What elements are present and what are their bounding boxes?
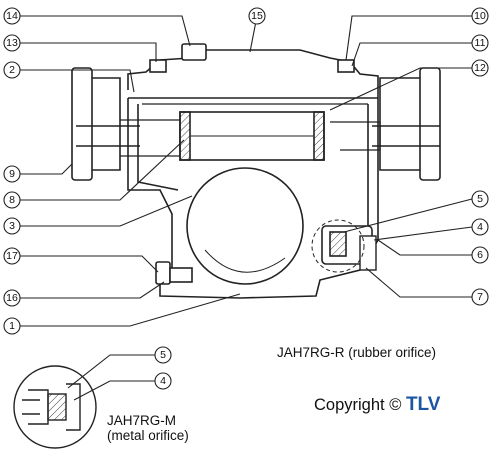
leader-lines — [20, 15, 473, 401]
callout-15-label: 15 — [251, 10, 263, 22]
metal-orifice-inset — [13, 365, 97, 449]
callout-14: 14 — [3, 7, 21, 25]
inset-callout-4: 4 — [154, 372, 172, 390]
callout-8: 8 — [3, 191, 21, 209]
callout-2-label: 2 — [9, 64, 15, 76]
callout-7: 7 — [471, 288, 489, 306]
metal-orifice-label: JAH7RG-M (metal orifice) — [107, 413, 189, 443]
metal-orifice-desc: (metal orifice) — [107, 428, 189, 443]
rubber-orifice-label: JAH7RG-R (rubber orifice) — [277, 345, 437, 360]
callout-14-label: 14 — [6, 10, 18, 22]
callout-4-label: 4 — [477, 221, 483, 233]
callout-1: 1 — [3, 317, 21, 335]
callout-9: 9 — [3, 165, 21, 183]
callout-9-label: 9 — [9, 168, 15, 180]
metal-orifice-model: JAH7RG-M — [107, 413, 177, 428]
callout-2: 2 — [3, 61, 21, 79]
callout-6: 6 — [471, 246, 489, 264]
inset-callout-5: 5 — [154, 346, 172, 364]
callout-15: 15 — [248, 7, 266, 25]
callout-6-label: 6 — [477, 249, 483, 261]
callout-17: 17 — [3, 247, 21, 265]
callout-17-label: 17 — [6, 250, 18, 262]
callout-1-label: 1 — [9, 320, 15, 332]
copyright-notice: Copyright © TLV — [314, 394, 441, 415]
callout-16-label: 16 — [6, 292, 18, 304]
callout-16: 16 — [3, 289, 21, 307]
callout-11: 11 — [471, 34, 489, 52]
callout-12-label: 12 — [474, 62, 486, 74]
callout-10-label: 10 — [474, 10, 486, 22]
callout-13-label: 13 — [6, 37, 18, 49]
callout-5-label: 5 — [477, 193, 483, 205]
callout-7-label: 7 — [477, 291, 483, 303]
trap-body — [71, 43, 441, 299]
callout-5: 5 — [471, 190, 489, 208]
inset-callout-5-label: 5 — [160, 349, 166, 361]
callout-3-label: 3 — [9, 220, 15, 232]
copyright-text: Copyright © — [314, 396, 402, 414]
callout-3: 3 — [3, 217, 21, 235]
callout-11-label: 11 — [475, 37, 486, 49]
callout-13: 13 — [3, 34, 21, 52]
callout-12: 12 — [471, 59, 489, 77]
callout-8-label: 8 — [9, 194, 15, 206]
inset-callout-4-label: 4 — [160, 375, 166, 387]
callout-10: 10 — [471, 7, 489, 25]
brand-logo: TLV — [405, 394, 441, 415]
callout-4: 4 — [471, 218, 489, 236]
